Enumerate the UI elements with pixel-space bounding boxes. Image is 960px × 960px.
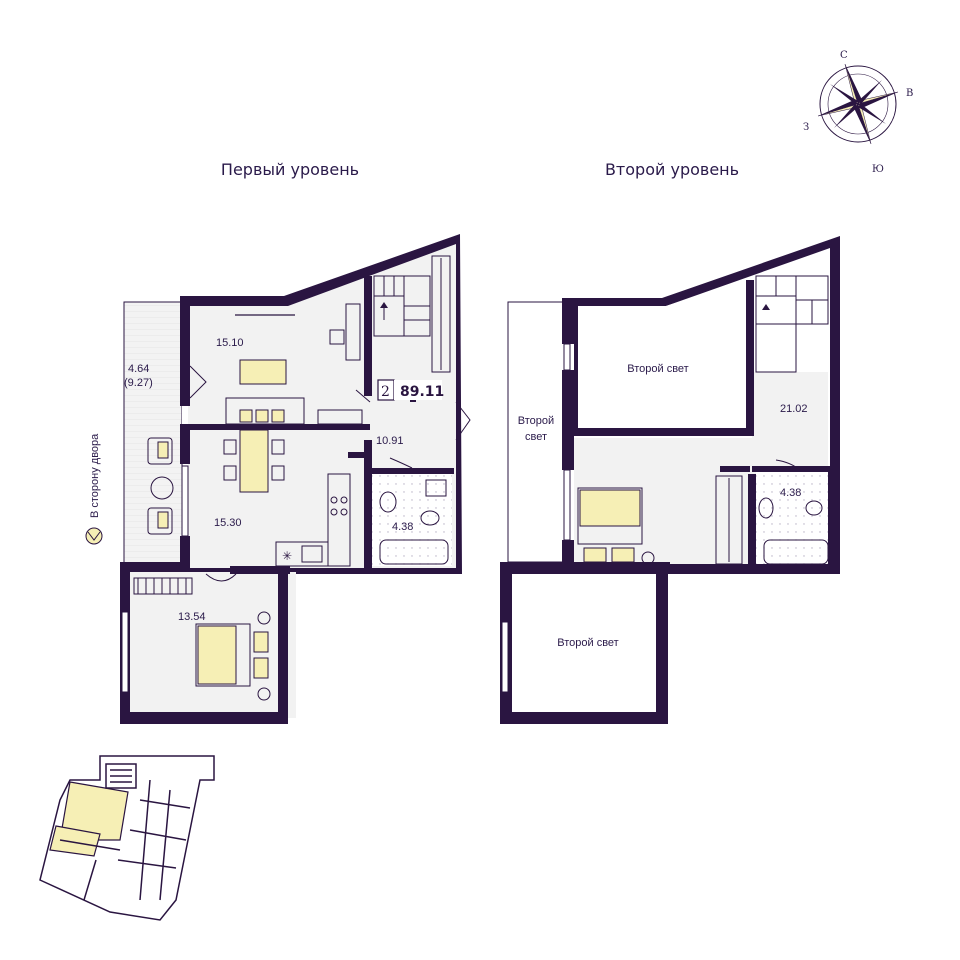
second-light-left-line1: Второй bbox=[518, 415, 554, 427]
compass-north: С bbox=[840, 50, 848, 61]
second-light-top: Второй свет bbox=[627, 363, 688, 375]
stairs-first bbox=[373, 275, 431, 337]
second-light-bottom: Второй свет bbox=[557, 637, 618, 649]
compass-west: З bbox=[803, 122, 809, 133]
bath-area-first: 4.38 bbox=[392, 521, 413, 533]
svg-text:✳: ✳ bbox=[282, 549, 292, 563]
first-level-plan: ✳ bbox=[120, 234, 471, 724]
compass-south: Ю bbox=[872, 164, 884, 175]
compass-rose bbox=[817, 63, 899, 145]
second-light-left-line2: свет bbox=[525, 431, 547, 443]
living-area: 15.10 bbox=[216, 337, 244, 349]
courtyard-marker bbox=[85, 527, 103, 545]
second-level-title: Второй уровень bbox=[605, 160, 739, 179]
apartment-badge bbox=[377, 379, 442, 401]
first-level-title: Первый уровень bbox=[221, 160, 359, 179]
building-key-plan bbox=[39, 755, 215, 921]
compass-east: В bbox=[906, 88, 913, 99]
second-level-plan bbox=[500, 236, 840, 724]
bath-area-second: 4.38 bbox=[780, 487, 801, 499]
hall-area: 10.91 bbox=[376, 435, 404, 447]
kitchen-area: 15.30 bbox=[214, 517, 242, 529]
balcony-area-full: (9.27) bbox=[124, 377, 153, 389]
bedroom-area: 13.54 bbox=[178, 611, 206, 623]
courtyard-label: В сторону двора bbox=[89, 433, 101, 518]
balcony-area: 4.64 bbox=[128, 363, 149, 375]
second-room-area: 21.02 bbox=[780, 403, 808, 415]
rooms-count: 2 bbox=[381, 384, 390, 400]
total-area: 89.11 bbox=[400, 384, 444, 400]
